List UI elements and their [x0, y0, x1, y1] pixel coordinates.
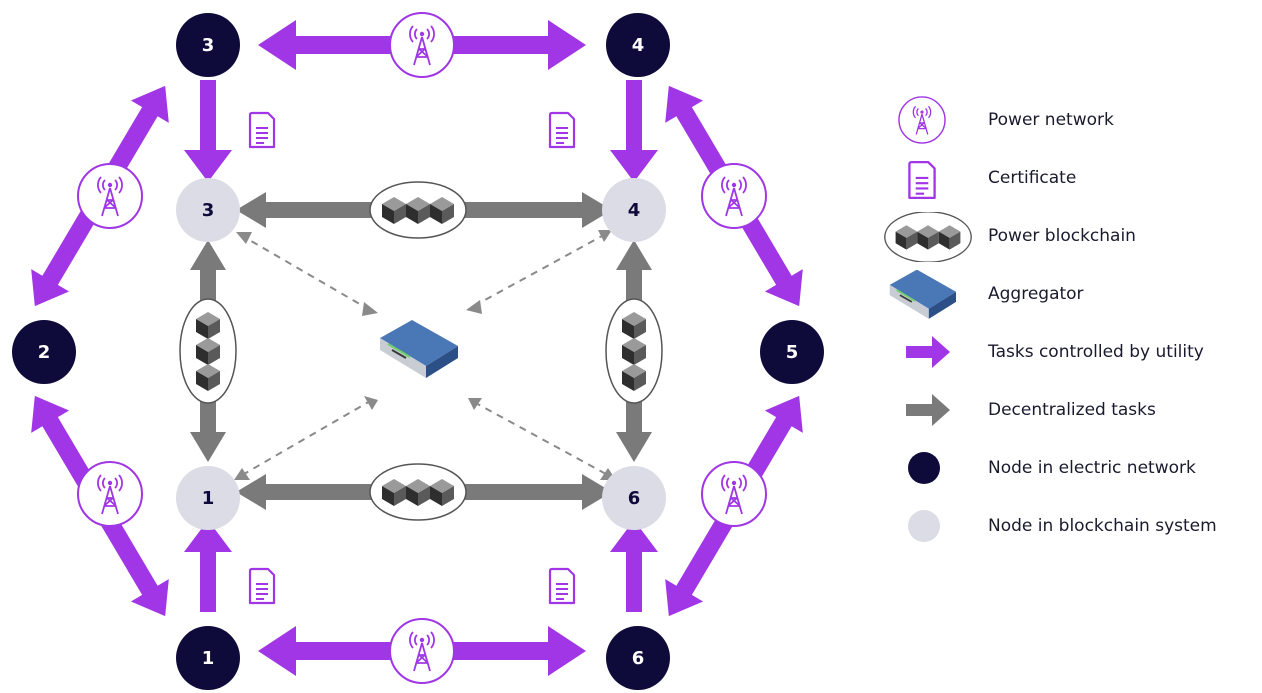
legend-item-power-blockchain: Power blockchain: [878, 212, 1262, 270]
light-circle-icon: [908, 510, 940, 542]
svg-text:4: 4: [632, 35, 645, 56]
legend-label: Power blockchain: [988, 226, 1136, 246]
legend-item-decentralized-tasks: Decentralized tasks: [878, 386, 1262, 444]
svg-text:4: 4: [628, 200, 641, 221]
legend-label: Tasks controlled by utility: [988, 342, 1204, 362]
svg-text:6: 6: [628, 488, 641, 509]
radio-tower-icon: [389, 12, 455, 78]
aggregator-device-icon: [888, 270, 957, 320]
legend-item-certificate: Certificate: [878, 154, 1262, 212]
blockchain-blocks-icon: [370, 182, 466, 238]
legend-item-electric-node: Node in electric network: [878, 444, 1262, 502]
legend-label: Decentralized tasks: [988, 400, 1156, 420]
legend-item-aggregator: Aggregator: [878, 270, 1262, 328]
certificate-document-icon: [548, 111, 576, 149]
svg-text:3: 3: [202, 200, 215, 221]
blockchain-blocks-icon: [370, 464, 466, 520]
blockchain-node-4: 4: [602, 178, 666, 242]
radio-tower-icon: [389, 618, 455, 684]
legend-item-utility-tasks: Tasks controlled by utility: [878, 328, 1262, 386]
legend-label: Certificate: [988, 168, 1077, 188]
blockchain-blocks-icon: [606, 299, 662, 403]
dark-circle-icon: [908, 452, 940, 484]
certificate-document-icon: [908, 160, 936, 200]
electric-node-4: 4: [606, 13, 670, 77]
legend-label: Node in blockchain system: [988, 516, 1217, 536]
grey-arrow-icon: [906, 394, 950, 426]
svg-text:1: 1: [202, 648, 215, 669]
radio-tower-icon: [77, 163, 143, 229]
electric-node-1: 1: [176, 626, 240, 690]
electric-node-3: 3: [176, 13, 240, 77]
radio-tower-icon: [77, 461, 143, 527]
legend-label: Aggregator: [988, 284, 1084, 304]
radio-tower-icon: [701, 163, 767, 229]
legend-item-blockchain-node: Node in blockchain system: [878, 502, 1262, 560]
blockchain-node-1: 1: [176, 466, 240, 530]
electric-node-2: 2: [12, 320, 76, 384]
certificate-document-icon: [248, 111, 276, 149]
electric-node-5: 5: [760, 320, 824, 384]
electric-node-6: 6: [606, 626, 670, 690]
svg-text:5: 5: [786, 342, 799, 363]
aggregator-device-icon: [379, 319, 459, 379]
blockchain-blocks-icon: [180, 299, 236, 403]
legend-item-power-network: Power network: [878, 96, 1262, 154]
certificate-document-icon: [548, 567, 576, 605]
blockchain-blocks-icon: [878, 212, 974, 262]
legend-label: Node in electric network: [988, 458, 1196, 478]
blockchain-node-3: 3: [176, 178, 240, 242]
svg-text:6: 6: [632, 648, 645, 669]
purple-arrow-icon: [906, 336, 950, 368]
svg-text:1: 1: [202, 488, 215, 509]
svg-text:2: 2: [38, 342, 51, 363]
radio-tower-icon: [701, 461, 767, 527]
legend: Power network Certificate Power blockcha…: [878, 96, 1262, 560]
blockchain-node-6: 6: [602, 466, 666, 530]
legend-label: Power network: [988, 110, 1114, 130]
radio-tower-icon: [898, 96, 946, 144]
svg-text:3: 3: [202, 35, 215, 56]
certificate-document-icon: [248, 567, 276, 605]
